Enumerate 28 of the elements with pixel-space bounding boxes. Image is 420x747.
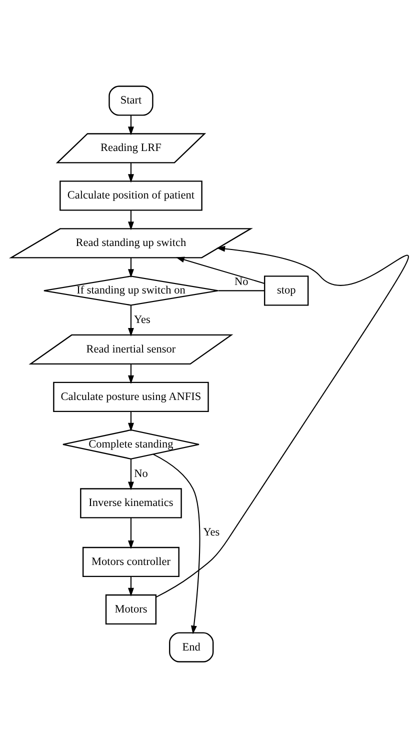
arrow — [128, 162, 134, 182]
arrow — [128, 458, 134, 490]
node-box: Inverse kinematics — [80, 488, 182, 518]
node-box: Calculate posture using ANFIS — [53, 381, 209, 412]
edge-label: No — [134, 467, 148, 480]
arrow — [176, 256, 265, 284]
node-box: stop — [264, 275, 309, 306]
arrow — [153, 453, 200, 634]
arrow — [128, 411, 134, 431]
arrow — [128, 257, 134, 278]
edge-label: No — [234, 276, 248, 288]
arrow — [128, 210, 134, 230]
arrow — [128, 576, 134, 596]
node-box: Calculate position of patient — [60, 180, 202, 210]
node-box: Motors — [105, 594, 157, 624]
arrow — [128, 114, 134, 135]
node-box: End — [169, 632, 214, 662]
node-diamond: If standing up switch on — [43, 275, 219, 306]
arrow — [128, 517, 134, 549]
arrow — [128, 304, 134, 336]
edge-label: Yes — [134, 314, 150, 326]
connector — [218, 290, 264, 291]
node-box: Start — [108, 85, 154, 116]
node-box: Motors controller — [82, 546, 180, 577]
arrow — [128, 364, 134, 384]
node-diamond: Complete standing — [62, 428, 200, 460]
edge-label: Yes — [203, 526, 220, 538]
arrow — [156, 245, 408, 598]
